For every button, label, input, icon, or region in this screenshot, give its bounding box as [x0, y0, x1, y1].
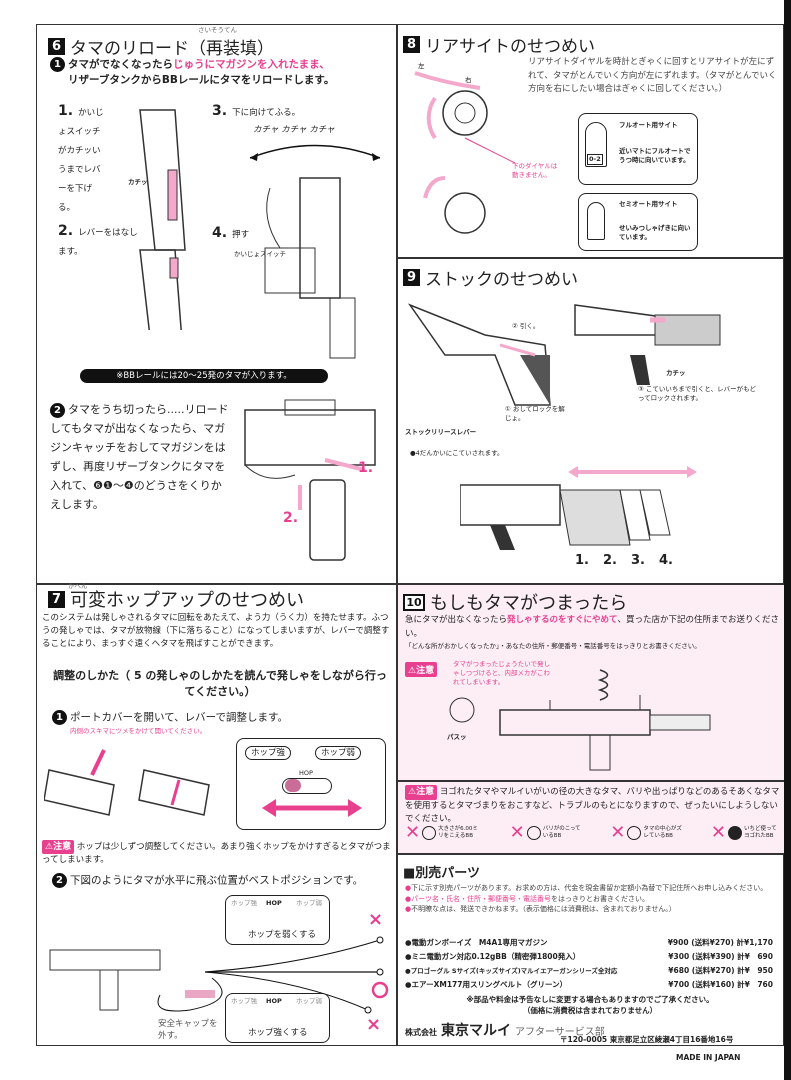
- semi-auto-sight-callout: セミオート用サイト せいみつしゃげきに向いています。: [578, 193, 698, 251]
- sub-step-1: 1. かいじょスイッチがカチッいうまでレバーを下げる。: [58, 103, 104, 213]
- page-frame: [36, 24, 784, 1046]
- svg-text:×: ×: [368, 909, 383, 930]
- s7-caution: ⚠注意 ホップは少しずつ調整してください。あまり強くホップをかけすぎるとタマがつ…: [42, 840, 391, 865]
- divider: [398, 853, 784, 855]
- stock-illustration: [407, 303, 721, 406]
- company: 株式会社東京マルイアフターサービス部: [405, 1023, 605, 1039]
- s10-small-note: 「どんな所がおかしくなったか」・あなたの住所・郵便番号・電話番号をはっきりとお書…: [405, 642, 701, 650]
- press-label: ① おしてロックを解じょ。: [505, 405, 565, 422]
- stages-note: ●4だんかいにこていされます。: [410, 449, 504, 457]
- company-address: 〒120-0005 東京都足立区綾瀬4丁目16番地16号: [560, 1035, 734, 1044]
- bad-bb-list: ✕大きさが6.00ミリをこえるBB ✕バリがのこっているBB ✕タマの中心がズレ…: [405, 822, 780, 843]
- stock-positions-illustration: [460, 466, 697, 550]
- arrow-label-2: 2.: [283, 510, 299, 526]
- svg-text:×: ×: [366, 1014, 381, 1035]
- s10-description: 急にタマが出なくなったら発しゃするのをすぐにやめて、買った店か下記の住所までお送…: [405, 615, 780, 639]
- s7-step1-note: 内側のスキマにツメをかけて開いてください。: [70, 727, 207, 735]
- bad-bb-item: ✕大きさが6.00ミリをこえるBB: [405, 822, 478, 843]
- semi-auto-sight-icon: [587, 202, 605, 240]
- section-6: さいそうてん 6 タマのリロード（再装填）: [48, 26, 274, 59]
- bb-rail-note: ※BBレールには20〜25発のタマが入ります。: [80, 369, 328, 383]
- kachi-label: カチッ: [666, 369, 686, 377]
- ruby: さいそうてん: [198, 26, 237, 34]
- section-title: タマのリロード（再装填）: [70, 39, 274, 59]
- strengthen-label: ホップ強くする: [248, 1028, 308, 1038]
- hop-weak-label: ホップ弱: [315, 746, 362, 760]
- jammed-gun-illustration: [449, 669, 711, 771]
- port-cover-illustration: [44, 749, 210, 816]
- bad-bb-item: ✕タマの中心がズレているBB: [610, 822, 682, 843]
- double-arrow-icon: [262, 799, 362, 817]
- trajectory-diagram: × ×: [49, 909, 389, 1035]
- parts-footnote: ※部品や料金は予告なしに変更する場合もありますのでご了承ください。（価格に消費税…: [466, 995, 714, 1015]
- sub-step-2: 2. レバーをはなします。: [58, 223, 138, 257]
- pull-label: ② 引く。: [512, 322, 540, 330]
- magazine-illustration: [139, 109, 186, 330]
- magazine-release-illustration: [244, 399, 376, 561]
- column-divider: [396, 24, 398, 1046]
- parts-title: ■別売パーツ: [403, 866, 481, 881]
- hop-lever[interactable]: [282, 778, 332, 794]
- stock-position-labels: 1.2.3.4.: [575, 553, 673, 568]
- parts-row: ●ミニ電動ガン対応0.12gBB（精密弾1800発入）¥300 (送料¥390)…: [405, 952, 773, 961]
- right-label: 右: [465, 76, 472, 84]
- section-title: リアサイトのせつめい: [425, 37, 595, 57]
- section-number: 7: [48, 590, 65, 608]
- bad-bb-item: ✕バリがのこっているBB: [509, 822, 581, 843]
- hop-strong-label: ホップ強: [245, 746, 292, 760]
- section-10-bg: [398, 585, 784, 853]
- stock-release-lever-label: ストックリリースレバー: [405, 428, 477, 436]
- s10-caution2: ⚠注意 ヨゴれたタマやマルイいがいの径の大きなタマ、バリや出っぱりなどのあるそあ…: [405, 785, 780, 824]
- bad-bb-item: ✕いちど使ってヨゴれたBB: [710, 822, 777, 843]
- parts-notes: ●下に示す別売パーツがあります。お求めの方は、代金を現金書留か定額小為替で下記住…: [405, 884, 768, 913]
- section-title: 可変ホップアップのせつめい: [70, 590, 304, 611]
- section-title: ストックのせつめい: [425, 270, 578, 290]
- kachi-label: カチッ: [128, 178, 148, 186]
- sub-step-3: 3. 下に向けてふる。: [212, 103, 301, 119]
- divider-8-9: [396, 257, 784, 259]
- section-7: かへん 7 可変ホップアップのせつめい: [48, 582, 304, 612]
- section-title: もしもタマがつまったら: [430, 593, 628, 614]
- page-edge: [784, 0, 791, 1080]
- pasu-label: パスッ: [447, 733, 467, 741]
- made-in-japan: MADE IN JAPAN: [676, 1053, 741, 1062]
- gun-reload-illustration: [249, 144, 381, 359]
- parts-list: ●電動ガンボーイズ M4A1専用マガジン¥900 (送料¥270) 計¥1,17…: [405, 936, 773, 992]
- lock-label: ③ こていいちまで引くと、レバーがもどってロックされます。: [638, 385, 757, 402]
- row-divider: [36, 583, 784, 585]
- ruby: かへん: [68, 582, 88, 590]
- hop-label: HOP: [299, 769, 313, 777]
- section-number: 6: [48, 38, 65, 55]
- sound-effect: カチャ カチャ カチャ: [253, 125, 335, 135]
- safety-cap-label: 安全キャップを外す。: [158, 1019, 218, 1041]
- lower-dial-note: 下のダイヤルは動きません。: [512, 162, 558, 179]
- left-label: 左: [418, 62, 425, 70]
- s7-how: 調整のしかた（ 5 の発しゃのしかたを読んで発しゃをしながら行ってください。）: [53, 669, 387, 698]
- s8-description: リアサイトダイヤルを時計とぎゃくに回すとリアサイトが左にずれて、タマがとんでいく…: [528, 57, 777, 94]
- full-auto-sight-icon: 0-2: [585, 122, 607, 167]
- hop-adjust-callout: ホップ強 ホップ弱 HOP: [236, 738, 386, 830]
- parts-row: ●プロゴーグル Sサイズ(キッズサイズ)マルイエアーガンシリーズ全対応¥680 …: [405, 966, 773, 975]
- sub-step-4: 4. 押すかいじょスイッチ: [212, 225, 286, 258]
- arrow-label-1: 1.: [358, 460, 374, 476]
- full-auto-sight-callout: 0-2 フルオート用サイト 近いマトにフルオートでうつ時に向いています。: [578, 113, 698, 185]
- rear-sight-illustration: [414, 71, 516, 234]
- divider: [398, 780, 784, 782]
- weaken-label: ホップを弱くする: [248, 930, 317, 940]
- s7-intro: このシステムは発しゃされるタマに回転をあたえて、よう力（うく力）を持たせます。ふ…: [42, 613, 390, 649]
- parts-row: ●エアーXM177用スリングベルト（グリーン）¥700 (送料¥160) 計¥ …: [405, 980, 773, 989]
- parts-row: ●電動ガンボーイズ M4A1専用マガジン¥900 (送料¥270) 計¥1,17…: [405, 938, 773, 947]
